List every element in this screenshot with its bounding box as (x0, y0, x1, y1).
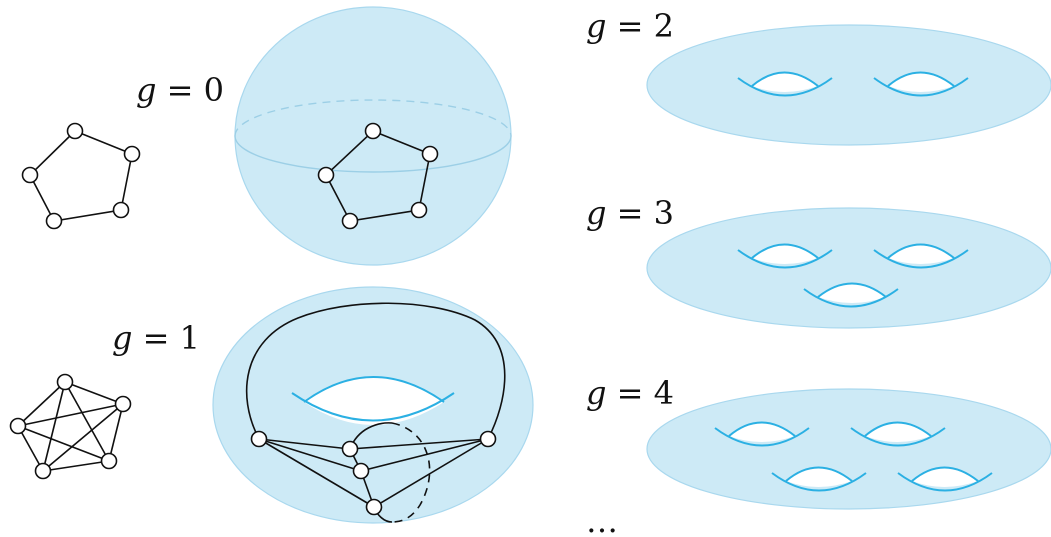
graph-vertex (9, 417, 27, 435)
graph-vertex (21, 166, 39, 184)
torus-hole-upper-rim (303, 376, 445, 403)
hole (803, 282, 899, 308)
hole (737, 243, 833, 269)
graph-vertex (250, 430, 268, 448)
pentagon-on-sphere-edges (325, 130, 431, 222)
hole (873, 71, 969, 97)
hole (771, 466, 867, 492)
genus-3-surface (646, 207, 1051, 329)
label-g4: g = 4 (586, 374, 674, 412)
graph-vertex (421, 145, 439, 163)
hole (897, 466, 993, 492)
hole (873, 243, 969, 269)
graph-vertex (56, 373, 74, 391)
genus-2-ellipse (646, 24, 1051, 146)
graph-vertex (45, 212, 63, 230)
sphere-equator-front (234, 135, 512, 173)
genus-3-ellipse (646, 207, 1051, 329)
graph-vertex (112, 201, 130, 219)
graph-vertex (341, 212, 359, 230)
graph-vertex (66, 122, 84, 140)
graph-vertex (479, 430, 497, 448)
graph-vertex (317, 166, 335, 184)
pentagon-graph (21, 122, 141, 230)
torus-hole (304, 377, 444, 425)
graph-vertex (114, 395, 132, 413)
graph-vertex (352, 462, 370, 480)
genus-4-ellipse (646, 388, 1051, 510)
label-g2: g = 2 (586, 7, 674, 45)
graph-vertex (123, 145, 141, 163)
graph-vertex (410, 201, 428, 219)
hole (714, 421, 810, 447)
graph-vertex (100, 452, 118, 470)
torus-edge-behind (391, 422, 431, 523)
label-g3: g = 3 (586, 194, 674, 232)
sphere-equator-back (234, 99, 512, 137)
genus-4-surface (646, 388, 1051, 510)
sphere-surface (234, 6, 512, 266)
torus-outer-edge (245, 302, 506, 440)
genus-2-surface (646, 24, 1051, 146)
pentagon-edges (29, 130, 133, 222)
torus-surface (212, 286, 534, 524)
k5-graph (9, 373, 132, 480)
hole (737, 71, 833, 97)
graph-vertex (341, 440, 359, 458)
label-g0: g = 0 (136, 71, 224, 109)
graph-vertex (364, 122, 382, 140)
graph-vertex (365, 498, 383, 516)
label-g1: g = 1 (112, 319, 200, 357)
ellipsis: … (586, 502, 618, 537)
torus-hole-lower-rim (291, 392, 455, 422)
k5-edges (17, 381, 124, 472)
hole (850, 421, 946, 447)
graph-vertex (34, 462, 52, 480)
